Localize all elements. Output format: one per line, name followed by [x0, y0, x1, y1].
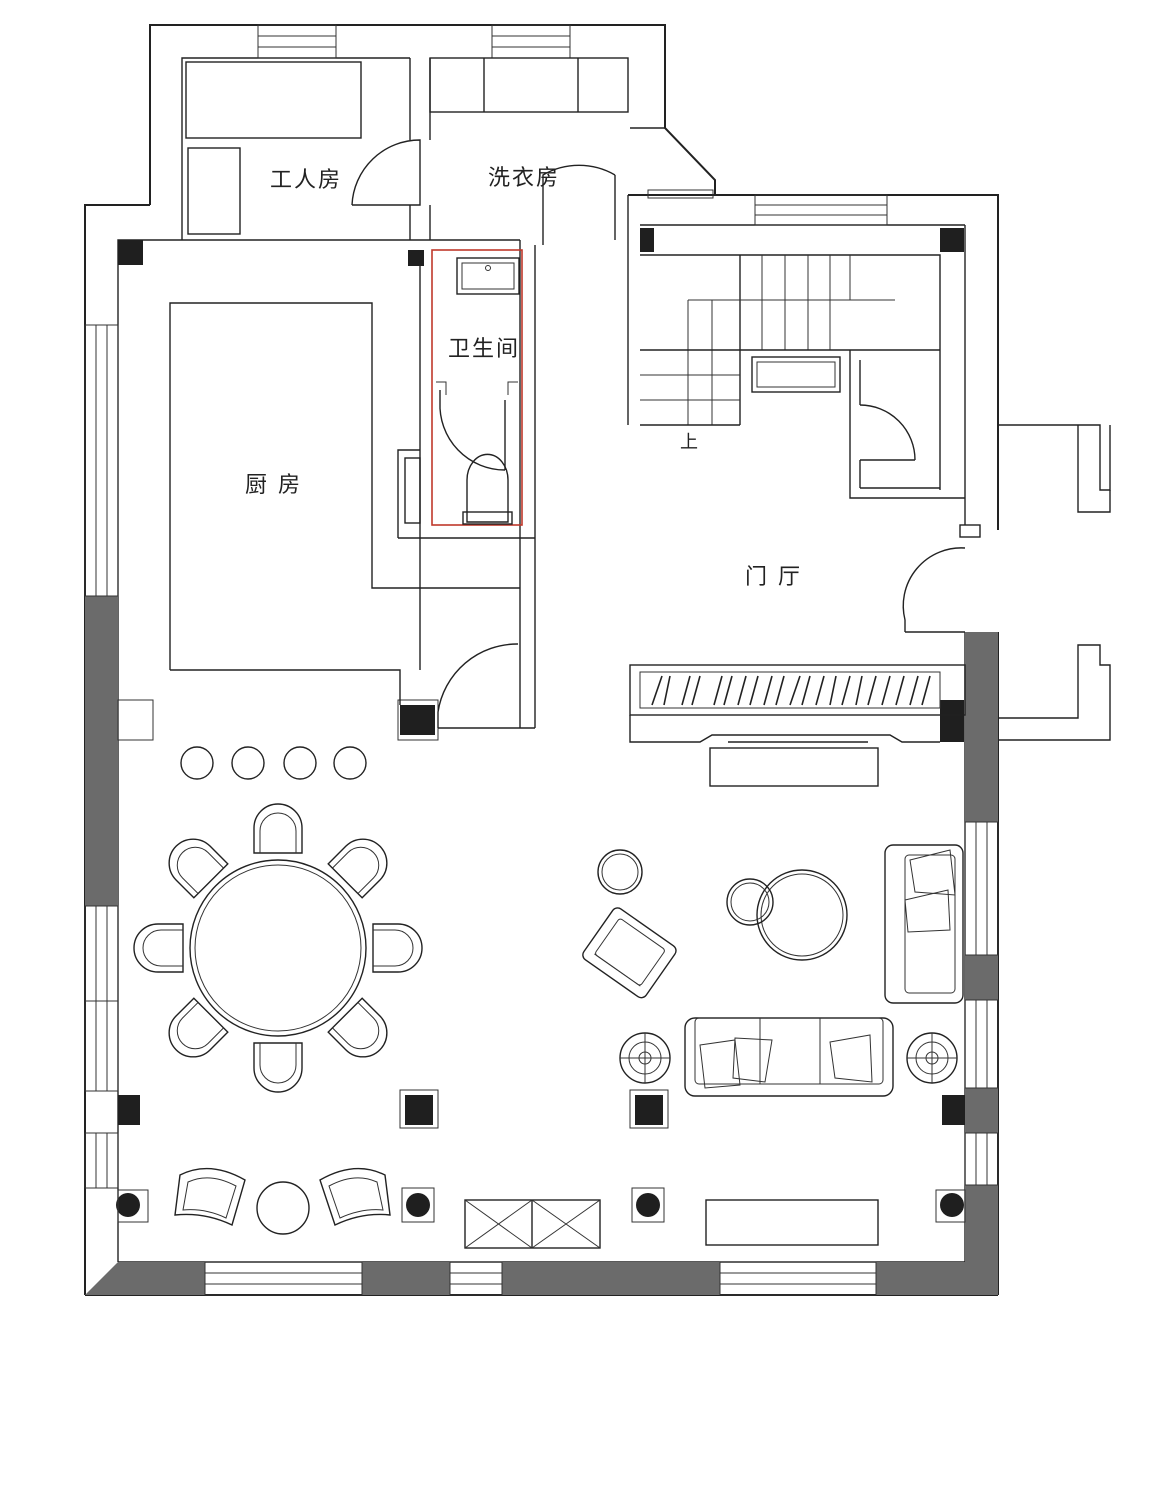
laundry-cabinets: [429, 57, 629, 113]
room-label-bathroom: 卫生间: [448, 337, 520, 362]
bar-stools: [180, 746, 367, 780]
windows: [84, 24, 999, 1296]
dining-table: [189, 859, 367, 1037]
column-outlines: [117, 699, 669, 1129]
entrance: [902, 424, 1111, 741]
shoe-cabinet: [629, 664, 966, 787]
room-label-foyer: 门 厅: [745, 565, 802, 590]
kitchen-counters: [169, 240, 536, 729]
dining-chairs: [133, 803, 423, 1093]
staircase[interactable]: [640, 254, 965, 499]
stair-up-mark: 上: [680, 432, 698, 453]
room-label-worker-room: 工人房: [270, 168, 342, 193]
living-furniture: [582, 844, 964, 1097]
lounge-furniture: [116, 1167, 966, 1249]
bathroom: [397, 249, 535, 539]
room-label-laundry: 洗衣房: [488, 166, 560, 191]
worker-room-furniture: [185, 58, 431, 235]
room-labels: 工人房 洗衣房 卫生间 厨 房 门 厅 上: [245, 166, 802, 590]
solid-wall-segments: [85, 596, 998, 1295]
service-doors: [351, 139, 714, 245]
columns: [118, 228, 965, 1125]
room-label-kitchen: 厨 房: [245, 473, 302, 498]
